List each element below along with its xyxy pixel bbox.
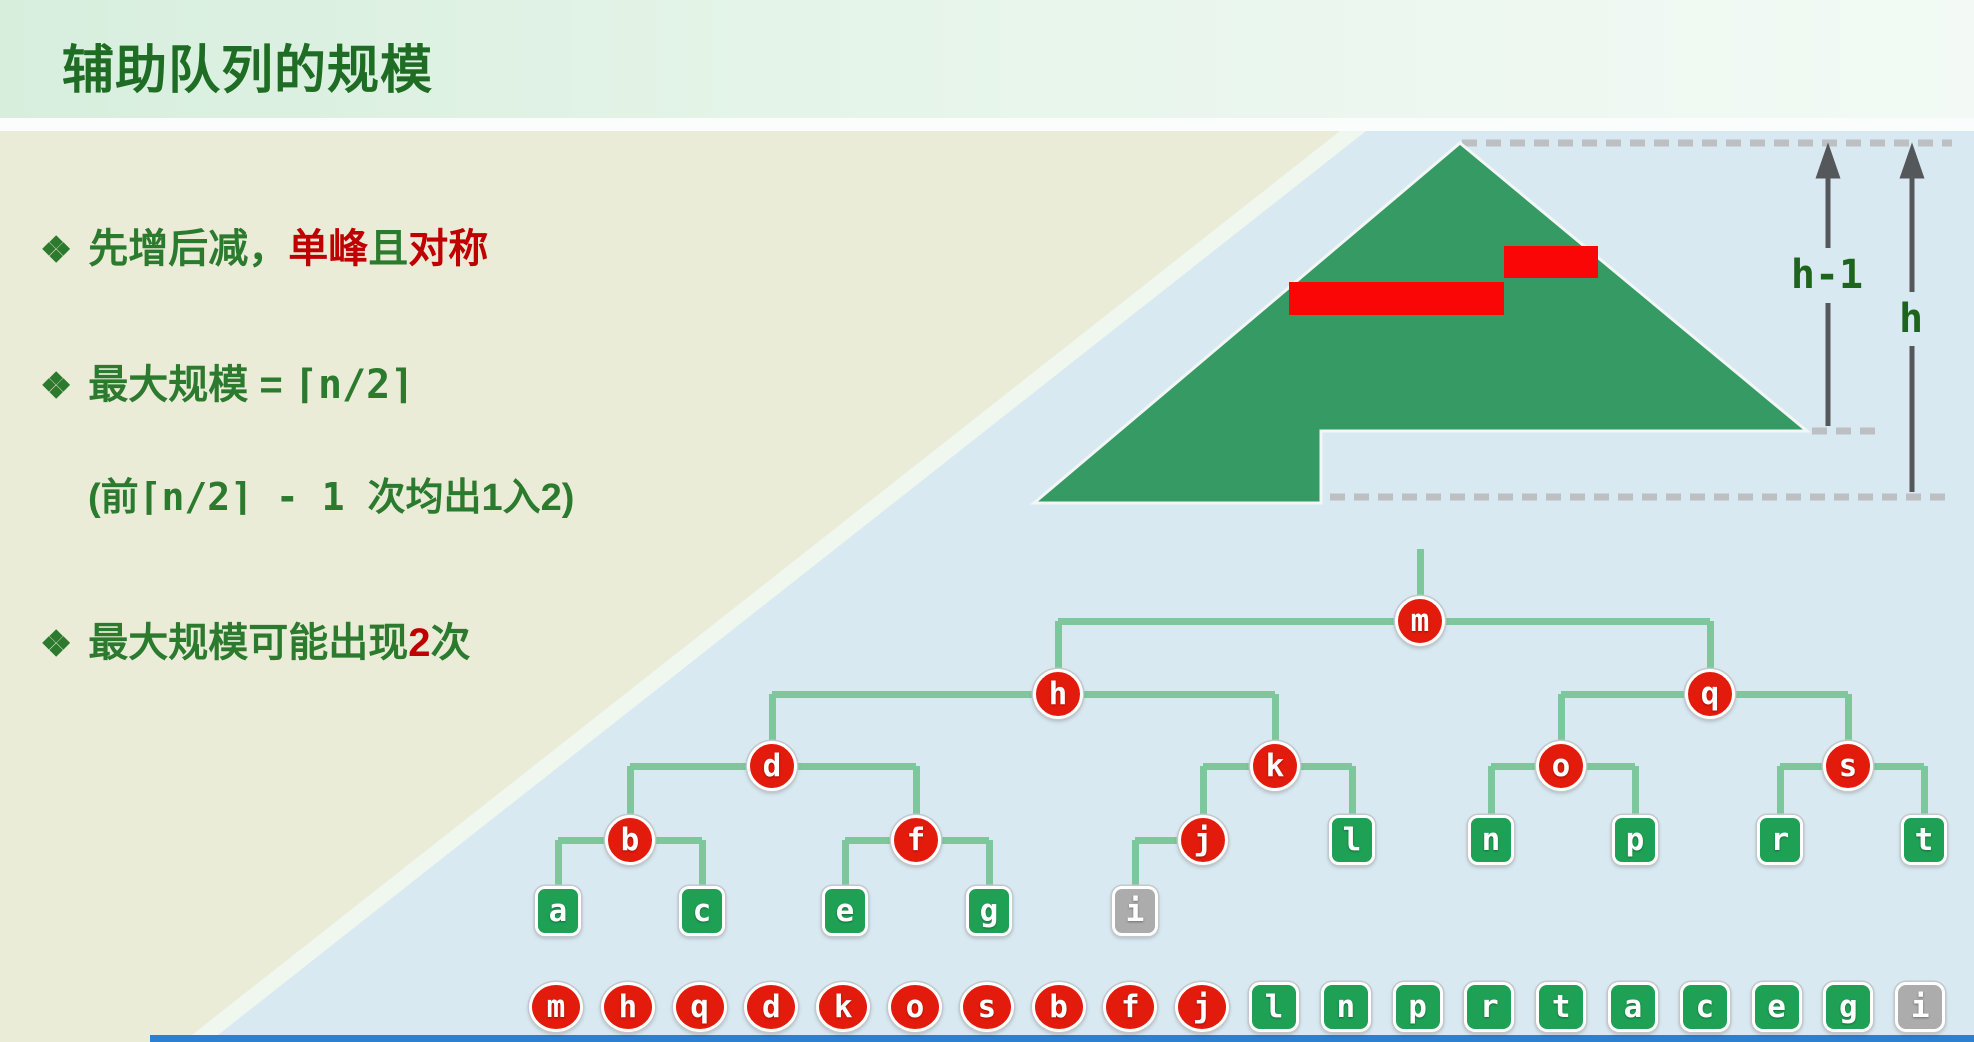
- tree-node-d: d: [747, 741, 797, 791]
- sequence-node-k: k: [816, 982, 871, 1032]
- height-label-h: h: [1898, 296, 1924, 342]
- sequence-node-s: s: [959, 982, 1014, 1032]
- tree-node-b: b: [605, 815, 655, 865]
- tree-node-q: q: [1685, 669, 1735, 719]
- connector-q-o: [1557, 694, 1565, 766]
- connector-m-h: [1054, 621, 1062, 694]
- bullet-text-segment: ⌈n/2⌉: [293, 362, 415, 408]
- sequence-node-c: c: [1679, 982, 1730, 1032]
- connector-h-d: [768, 694, 776, 766]
- sequence-node-e: e: [1751, 982, 1802, 1032]
- heap-size-triangle: [1029, 141, 1812, 505]
- tree-node-a: a: [535, 886, 581, 936]
- bullet-text-segment: 最大规模 =: [88, 363, 294, 407]
- bottom-edge-strip: [150, 1035, 1974, 1042]
- tree-node-p: p: [1612, 815, 1658, 865]
- bullet-text-segment: 次均出1入2): [367, 477, 575, 519]
- height-label-h-minus-1: h-1: [1790, 252, 1864, 298]
- tree-node-h: h: [1033, 669, 1083, 719]
- tree-node-t: t: [1901, 815, 1947, 865]
- tree-node-j: j: [1178, 815, 1228, 865]
- diamond-bullet-icon: ❖: [40, 623, 73, 664]
- connector-s-r: [1776, 766, 1784, 840]
- tree-node-o: o: [1536, 741, 1586, 791]
- sequence-node-a: a: [1608, 982, 1658, 1032]
- bullet-text-segment: 对称: [408, 227, 489, 271]
- sequence-node-j: j: [1175, 982, 1230, 1032]
- sequence-node-q: q: [672, 982, 727, 1032]
- sequence-node-o: o: [888, 982, 942, 1032]
- bullet-text-segment: (前: [88, 477, 139, 519]
- tree-node-i: i: [1112, 886, 1158, 936]
- title-bar: [0, 0, 1974, 118]
- tree-node-c: c: [679, 886, 725, 936]
- tree-node-n: n: [1468, 815, 1514, 865]
- connector-q-s: [1844, 694, 1852, 766]
- bullet-text-segment: 最大规模可能出现: [88, 621, 409, 665]
- connector-h-children: [772, 690, 1275, 698]
- bullet-text-segment: 2: [408, 621, 431, 665]
- tree-node-m: m: [1395, 596, 1445, 646]
- connector-h-k: [1271, 694, 1279, 766]
- h-arrowhead: [1899, 142, 1925, 179]
- sequence-node-g: g: [1823, 982, 1874, 1032]
- swap-bar-upper: [1504, 246, 1598, 278]
- connector-o-n: [1487, 766, 1495, 840]
- connector-b-c: [698, 840, 706, 911]
- connector-d-f: [912, 766, 920, 840]
- connector-k-l: [1348, 766, 1356, 840]
- tree-node-k: k: [1250, 741, 1300, 791]
- connector-o-p: [1631, 766, 1639, 840]
- tree-node-f: f: [891, 815, 941, 865]
- bullet-text-segment: ⌈n/2⌉ - 1: [138, 475, 368, 519]
- title-underline: [0, 118, 1974, 131]
- page-title: 辅助队列的规模: [62, 42, 434, 100]
- sequence-node-b: b: [1031, 982, 1086, 1032]
- tree-node-s: s: [1823, 741, 1873, 791]
- connector-f-e: [841, 840, 849, 911]
- connector-k-j: [1199, 766, 1207, 840]
- sequence-node-m: m: [529, 982, 583, 1032]
- root-stub-connector: [1416, 549, 1424, 621]
- sequence-node-f: f: [1103, 982, 1158, 1032]
- connector-m-children: [1058, 617, 1710, 625]
- tree-node-r: r: [1757, 815, 1803, 865]
- diamond-bullet-icon: ❖: [40, 229, 73, 270]
- sequence-node-h: h: [600, 982, 655, 1032]
- sequence-node-i: i: [1895, 982, 1946, 1032]
- bullet-text-segment: 单峰: [288, 227, 369, 271]
- tree-node-g: g: [966, 886, 1012, 936]
- bullet-text-segment: 先增后减，: [88, 227, 289, 271]
- bullet-max-size: ❖ 最大规模 = ⌈n/2⌉: [40, 352, 414, 410]
- connector-j-children: [1135, 836, 1203, 844]
- bullet-max-size-note: (前⌈n/2⌉ - 1 次均出1入2): [88, 466, 574, 521]
- connector-b-a: [554, 840, 562, 911]
- connector-s-t: [1920, 766, 1928, 840]
- connector-j-i: [1131, 840, 1139, 911]
- tree-node-e: e: [822, 886, 868, 936]
- bullet-text-segment: 次: [430, 621, 471, 665]
- connector-d-b: [626, 766, 634, 840]
- connector-m-q: [1706, 621, 1714, 694]
- bullet-text-segment: 且: [368, 227, 409, 271]
- sequence-node-r: r: [1464, 982, 1515, 1032]
- sequence-node-n: n: [1320, 982, 1371, 1032]
- tree-node-l: l: [1329, 815, 1375, 865]
- swap-bar-lower: [1289, 282, 1504, 315]
- sequence-node-t: t: [1536, 982, 1587, 1032]
- sequence-node-d: d: [744, 982, 799, 1032]
- bullet-max-twice: ❖ 最大规模可能出现2次: [40, 610, 471, 668]
- connector-f-g: [985, 840, 993, 911]
- diamond-bullet-icon: ❖: [40, 365, 73, 406]
- bullet-increase-then-decrease: ❖ 先增后减，单峰且对称: [40, 216, 488, 274]
- h-minus-1-arrowhead: [1815, 142, 1841, 179]
- sequence-node-l: l: [1249, 982, 1299, 1032]
- sequence-node-p: p: [1392, 982, 1443, 1032]
